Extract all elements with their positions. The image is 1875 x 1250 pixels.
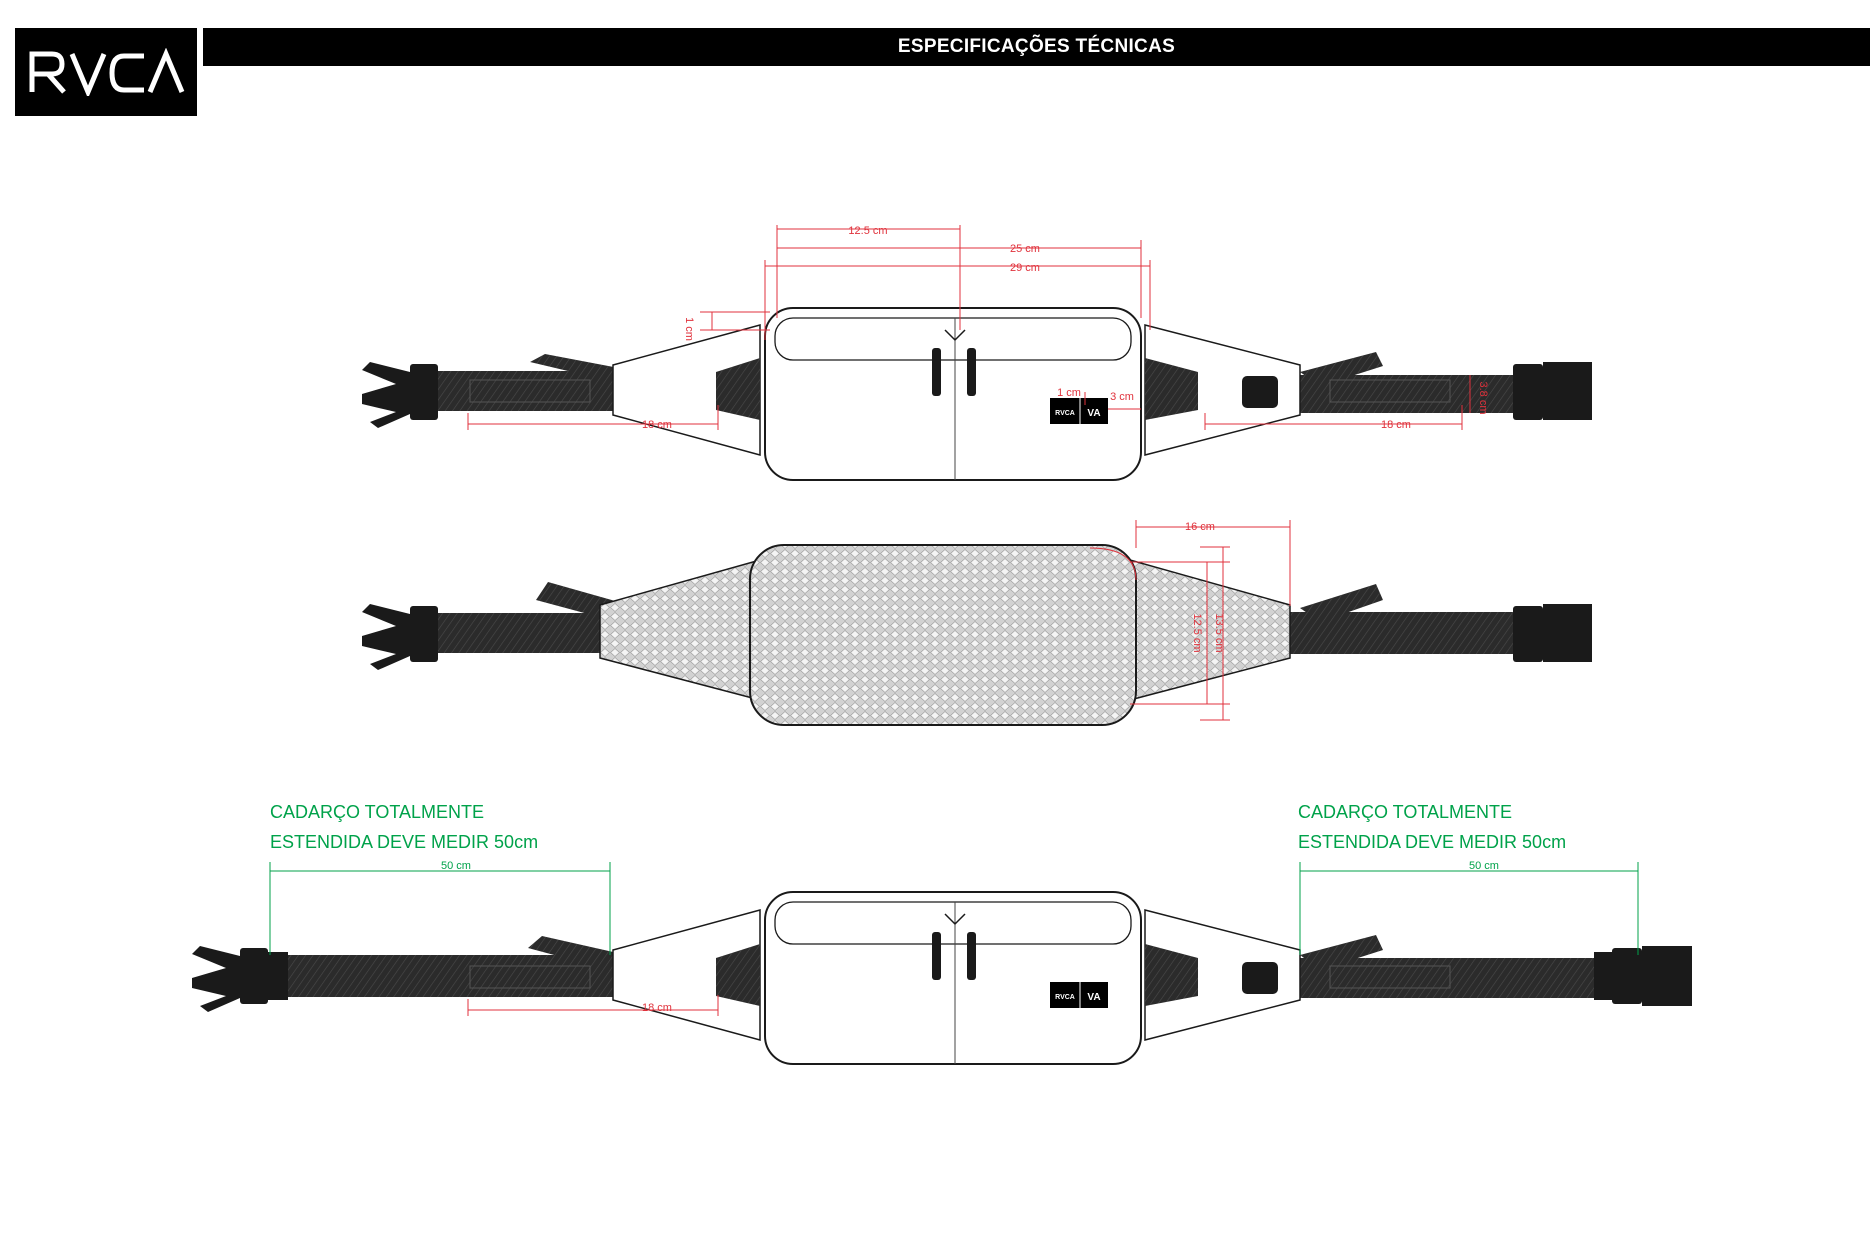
back-left-mesh-wing [599, 559, 761, 701]
dim-ext-right: 50 cm [1469, 860, 1499, 872]
ext-left-webbing-end [716, 944, 760, 1006]
header-title-bar: ESPECIFICAÇÕES TÉCNICAS [203, 28, 1870, 66]
ext-left-strap-loop [469, 965, 591, 989]
back-right-buckle-icon [1513, 604, 1592, 662]
ext-right-strap-loop [1329, 965, 1451, 989]
right-strap-tail [1300, 352, 1383, 386]
front-view: RVCA VA 12.5 cm 25 cm [362, 225, 1592, 481]
dim-label-offset-top: 1 cm [1057, 387, 1081, 399]
note-right-line1: CADARÇO TOTALMENTE [1298, 802, 1512, 822]
front-pouch [764, 307, 1142, 481]
ext-label-brand: RVCA [1055, 994, 1075, 1001]
dim-wing-height-inner: 12.5 cm [1191, 613, 1203, 652]
front-brand-label: RVCA VA [1050, 398, 1108, 424]
dim-wing-width: 16 cm [1185, 521, 1215, 533]
ext-right-webbing-end [1145, 944, 1198, 1006]
ext-red-dimensions [467, 995, 719, 1016]
note-right-line2: ESTENDIDA DEVE MEDIR 50cm [1298, 832, 1566, 852]
back-panel-edge-highlight [1089, 547, 1137, 581]
back-mesh-panel [749, 544, 1137, 726]
rvca-logo-icon [29, 48, 185, 96]
brand-logo [15, 28, 197, 116]
ext-right-slider-icon [1242, 962, 1278, 994]
dim-top-margin: 1 cm [683, 317, 695, 341]
dim-label-offset-side: 3 cm [1110, 391, 1134, 403]
front-zip-panel [774, 317, 1132, 361]
left-buckle-icon [362, 362, 438, 428]
ext-zipper-pulls-icon [932, 913, 976, 980]
right-slider-icon [1242, 376, 1278, 408]
dim-strap-right: 18 cm [1381, 419, 1411, 431]
dim-strap-left: 18 cm [642, 419, 672, 431]
left-strap [420, 371, 620, 411]
back-dimensions [1130, 520, 1291, 721]
back-right-mesh-wing [1129, 559, 1291, 701]
left-strap-loop [469, 379, 591, 403]
dim-strap-height: 3.8 cm [1477, 381, 1489, 414]
back-view: 16 cm 12.5 cm 13.5 cm [362, 520, 1592, 726]
ext-zip-panel [774, 901, 1132, 945]
ext-left-buckle-icon [192, 946, 288, 1012]
ext-green-dimensions [269, 862, 1639, 955]
zipper-pulls-icon [932, 329, 976, 396]
ext-brand-label: RVCA VA [1050, 982, 1108, 1008]
ext-pouch [764, 891, 1142, 1065]
dim-ext-strap-left: 18 cm [642, 1002, 672, 1014]
note-left-line2: ESTENDIDA DEVE MEDIR 50cm [270, 832, 538, 852]
ext-left-wing [612, 909, 761, 1041]
dim-wing-height-outer: 13.5 cm [1213, 613, 1225, 652]
left-wing [612, 324, 761, 456]
ext-left-strap-tail [528, 936, 640, 978]
right-webbing-end [1145, 358, 1198, 420]
front-label-mark: VA [1087, 408, 1100, 419]
front-dimensions [467, 225, 1471, 430]
left-webbing-end [716, 358, 760, 420]
dim-inner-width: 25 cm [1010, 243, 1040, 255]
back-right-strap-tail [1300, 584, 1383, 622]
front-label-brand: RVCA [1055, 410, 1075, 417]
dim-half-width: 12.5 cm [848, 225, 887, 237]
ext-left-strap [270, 955, 640, 997]
page-title: ESPECIFICAÇÕES TÉCNICAS [897, 36, 1176, 57]
right-buckle-icon [1513, 362, 1592, 420]
note-left-line1: CADARÇO TOTALMENTE [270, 802, 484, 822]
dim-outer-width: 29 cm [1010, 262, 1040, 274]
extended-view: CADARÇO TOTALMENTE ESTENDIDA DEVE MEDIR … [192, 802, 1692, 1065]
ext-right-strap-tail [1300, 935, 1383, 970]
ext-right-buckle-icon [1594, 946, 1692, 1006]
right-strap-loop [1329, 379, 1451, 403]
back-left-buckle-icon [362, 604, 438, 670]
ext-label-mark: VA [1087, 992, 1100, 1003]
dim-ext-left: 50 cm [441, 860, 471, 872]
